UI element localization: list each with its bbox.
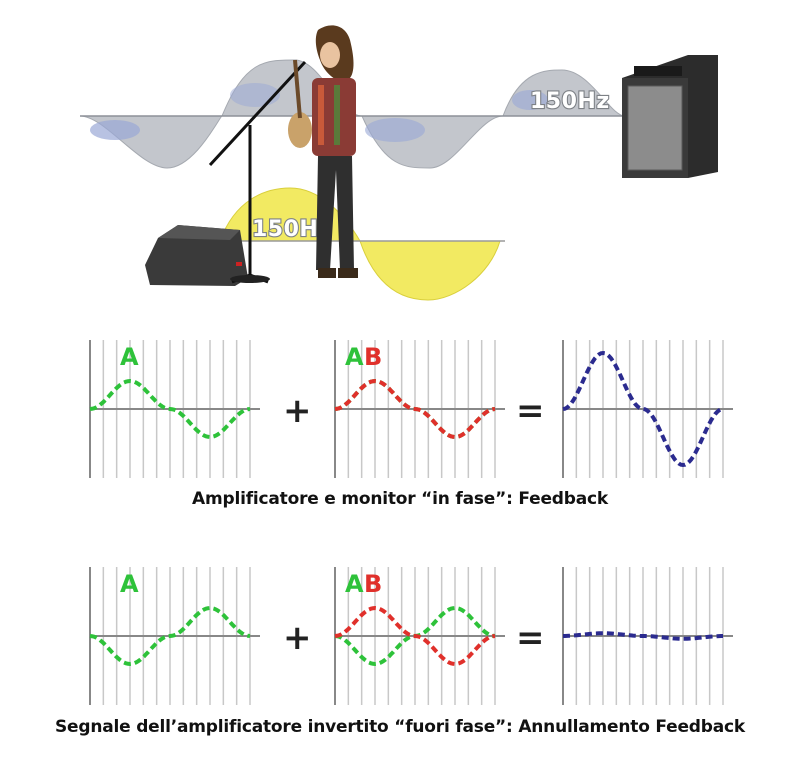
row2-caption: Segnale dell’amplificatore invertito “fu… [55, 717, 745, 737]
row1-mid-letter-a: A [345, 343, 364, 371]
row1-mid-letter-b: B [364, 343, 382, 371]
signal-a-curve [89, 605, 251, 667]
row1-left-letter-a: A [120, 343, 139, 371]
row-2-labels: A A B + = [120, 570, 545, 658]
waveform-panel-1 [89, 340, 260, 478]
waveform-panel-2 [334, 340, 505, 478]
amp-wave-label: 150Hz [530, 89, 610, 114]
row2-mid-letter-a: A [345, 570, 364, 598]
signal-sum-curve [563, 631, 723, 641]
waveform-panel-4 [89, 567, 260, 705]
waveform-panel-5 [334, 567, 505, 705]
stage-illustration: 150Hz 150Hz [79, 25, 718, 301]
row-1-labels: A A B + = [120, 343, 545, 431]
row2-mid-letter-b: B [364, 570, 382, 598]
waveform-panel-6 [562, 567, 733, 705]
guitar-amplifier [622, 55, 718, 178]
row2-plus-sign: + [283, 618, 312, 658]
signal-b-curve [334, 378, 496, 440]
row2-equals-sign: = [516, 618, 545, 658]
guitarist-figure [288, 25, 358, 278]
row1-plus-sign: + [283, 391, 312, 431]
row2-left-letter-a: A [120, 570, 139, 598]
signal-sum-curve [562, 350, 724, 468]
signal-a-curve [89, 378, 251, 440]
monitor-sound-wave [219, 187, 501, 301]
signal-b-curve [334, 605, 496, 667]
waveform-panel-3 [562, 340, 733, 478]
phase-comparison-panels [89, 340, 733, 705]
row1-equals-sign: = [516, 391, 545, 431]
stage-monitor [145, 225, 248, 286]
row1-caption: Amplificatore e monitor “in fase”: Feedb… [192, 489, 608, 509]
